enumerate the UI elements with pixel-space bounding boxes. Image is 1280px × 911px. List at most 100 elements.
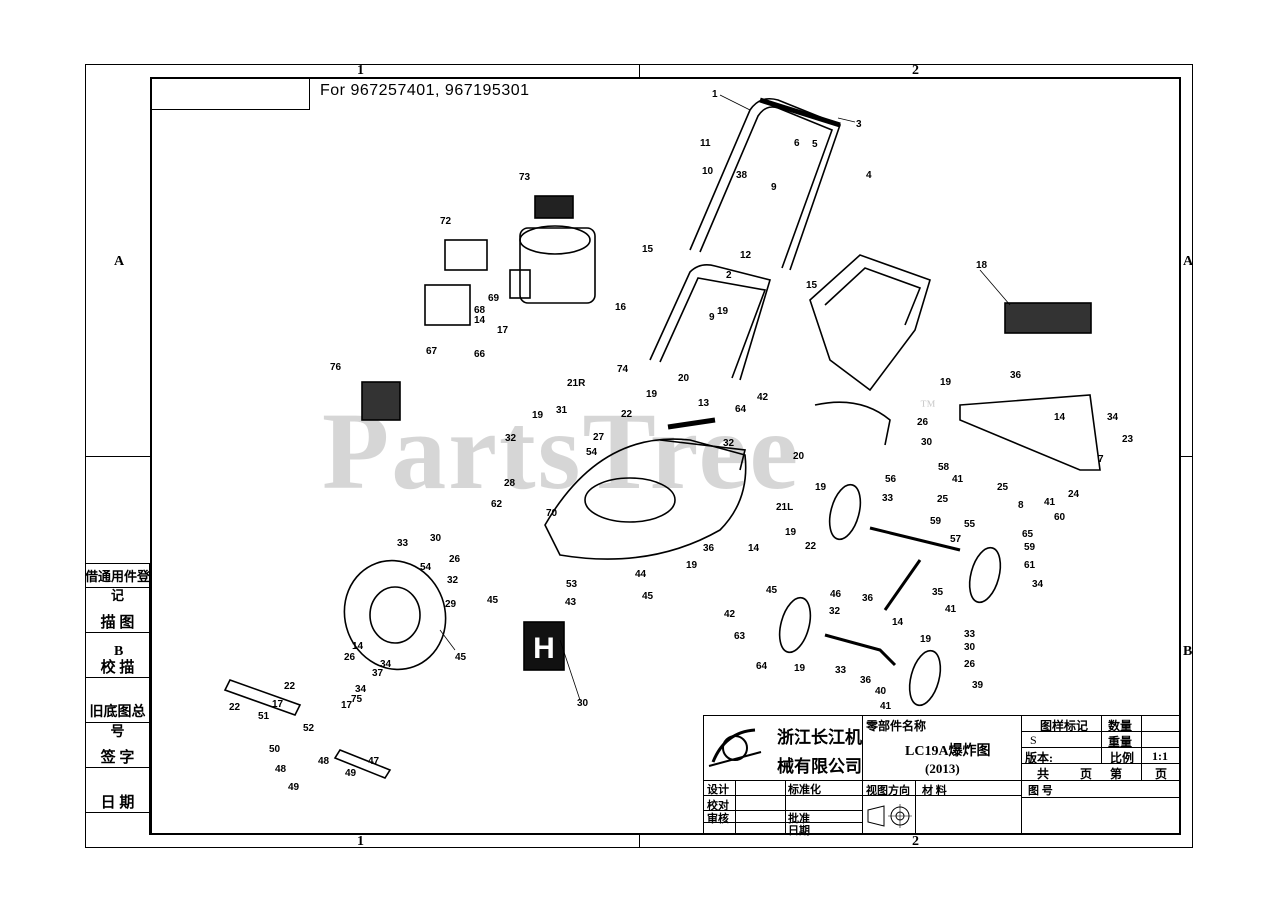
part-callout: 34 <box>1107 412 1119 423</box>
part-callout: 48 <box>0 0 12 3</box>
engine-label-73 <box>534 195 574 219</box>
watermark-tm: ™ <box>920 398 936 415</box>
side-label-check: 校 描 <box>100 660 135 676</box>
part-callout: 76 <box>330 362 342 373</box>
sheet-total-label: 共 <box>1037 767 1050 781</box>
zone-divider-top <box>639 64 640 77</box>
part-callout: 73 <box>519 172 531 183</box>
part-callout: 55 <box>964 519 976 530</box>
part-callout: 36 <box>703 543 715 554</box>
view-direction-label: 视图方向 <box>866 785 910 797</box>
part-callout: 34 <box>1032 579 1044 590</box>
air-filter <box>424 284 471 326</box>
part-callout: 44 <box>635 569 647 580</box>
zone-row-a-right: A <box>1183 254 1194 269</box>
part-callout: 37 <box>372 668 384 679</box>
part-callout: 69 <box>488 293 500 304</box>
part-callout: 33 <box>964 629 976 640</box>
part-callout: 22 <box>229 702 241 713</box>
date-label: 日期 <box>788 825 810 837</box>
part-callout: 57 <box>950 534 962 545</box>
title-block <box>703 715 1181 835</box>
part-callout: 26 <box>964 659 976 670</box>
part-callout: 20 <box>793 451 805 462</box>
part-callout: 50 <box>269 744 281 755</box>
part-callout: 56 <box>885 474 897 485</box>
part-callout: 72 <box>440 216 452 227</box>
part-callout: 64 <box>735 404 747 415</box>
part-callout: 34 <box>355 684 367 695</box>
scale-label: 比例 <box>1110 751 1135 765</box>
part-callout: 48 <box>275 764 287 775</box>
part-callout: 32 <box>505 433 517 444</box>
check-label: 校对 <box>707 800 729 812</box>
blade-right <box>333 749 392 779</box>
label-72 <box>444 239 488 271</box>
part-callout: 58 <box>938 462 950 473</box>
part-callout: 31 <box>556 405 568 416</box>
part-callout: 26 <box>449 554 461 565</box>
part-callout: 47 <box>0 0 12 3</box>
part-callout: 22 <box>284 681 296 692</box>
part-callout: 24 <box>1068 489 1080 500</box>
part-callout: 12 <box>740 250 752 261</box>
wheel-rear-left <box>778 596 812 654</box>
part-callout: 59 <box>930 516 942 527</box>
zone-col-2-bottom: 2 <box>912 834 919 849</box>
part-callout: 47 <box>368 756 380 767</box>
part-callout: 17 <box>341 700 353 711</box>
drawing-title: LC19A爆炸图 <box>905 744 991 759</box>
part-callout: 14 <box>1054 412 1066 423</box>
part-callout: 48 <box>318 756 330 767</box>
side-label-trace: 描 图 <box>100 615 135 631</box>
flap-61 <box>814 401 891 446</box>
part-callout: 21R <box>567 378 586 389</box>
part-callout: 25 <box>997 482 1009 493</box>
part-callout: 32 <box>447 575 459 586</box>
drawing-year: (2013) <box>925 761 960 776</box>
part-callout: 33 <box>882 493 894 504</box>
part-callout: 29 <box>445 599 457 610</box>
wheel-rear-right <box>908 649 942 707</box>
part-callout: 47 <box>0 0 12 3</box>
part-callout: 14 <box>474 315 486 326</box>
part-callout: 51 <box>258 711 270 722</box>
part-callout: 40 <box>875 686 887 697</box>
projection-symbol-icon <box>867 804 912 828</box>
side-label-register: 借通用件登记 <box>85 569 151 603</box>
part-callout: 67 <box>426 346 438 357</box>
part-callout: 65 <box>1022 529 1034 540</box>
part-callout: 28 <box>504 478 516 489</box>
part-callout: 8 <box>1018 500 1024 511</box>
part-callout: 49 <box>0 0 12 3</box>
part-callout: 36 <box>1010 370 1022 381</box>
part-callout: 6 <box>794 138 800 149</box>
approve-label: 批准 <box>788 813 810 825</box>
part-callout: 19 <box>940 377 952 388</box>
part-callout: 19 <box>815 482 827 493</box>
part-callout: 41 <box>1044 497 1056 508</box>
part-callout: 16 <box>615 302 627 313</box>
part-callout: 42 <box>757 392 769 403</box>
part-callout: 35 <box>932 587 944 598</box>
company-name-line2: 械有限公司 <box>777 757 862 776</box>
part-callout: 14 <box>352 641 364 652</box>
part-callout: 34 <box>380 659 392 670</box>
part-callout: 30 <box>430 533 442 544</box>
part-callout: 46 <box>830 589 842 600</box>
part-callout: 49 <box>0 0 12 3</box>
zone-col-1-bottom: 1 <box>357 834 364 849</box>
side-label-date: 日 期 <box>100 795 135 811</box>
zone-col-2-top: 2 <box>912 63 919 78</box>
part-callout: 21L <box>776 502 793 513</box>
part-callout: 41 <box>952 474 964 485</box>
part-callout: 54 <box>420 562 432 573</box>
part-callout: 75 <box>351 694 363 705</box>
rod-39 <box>883 559 922 611</box>
part-callout: 26 <box>344 652 356 663</box>
part-callout: 45 <box>455 652 467 663</box>
axle-rear <box>824 633 897 667</box>
part-callout: 25 <box>937 494 949 505</box>
blade-left <box>223 679 302 716</box>
side-label-old-number: 旧底图总号 <box>89 705 146 740</box>
